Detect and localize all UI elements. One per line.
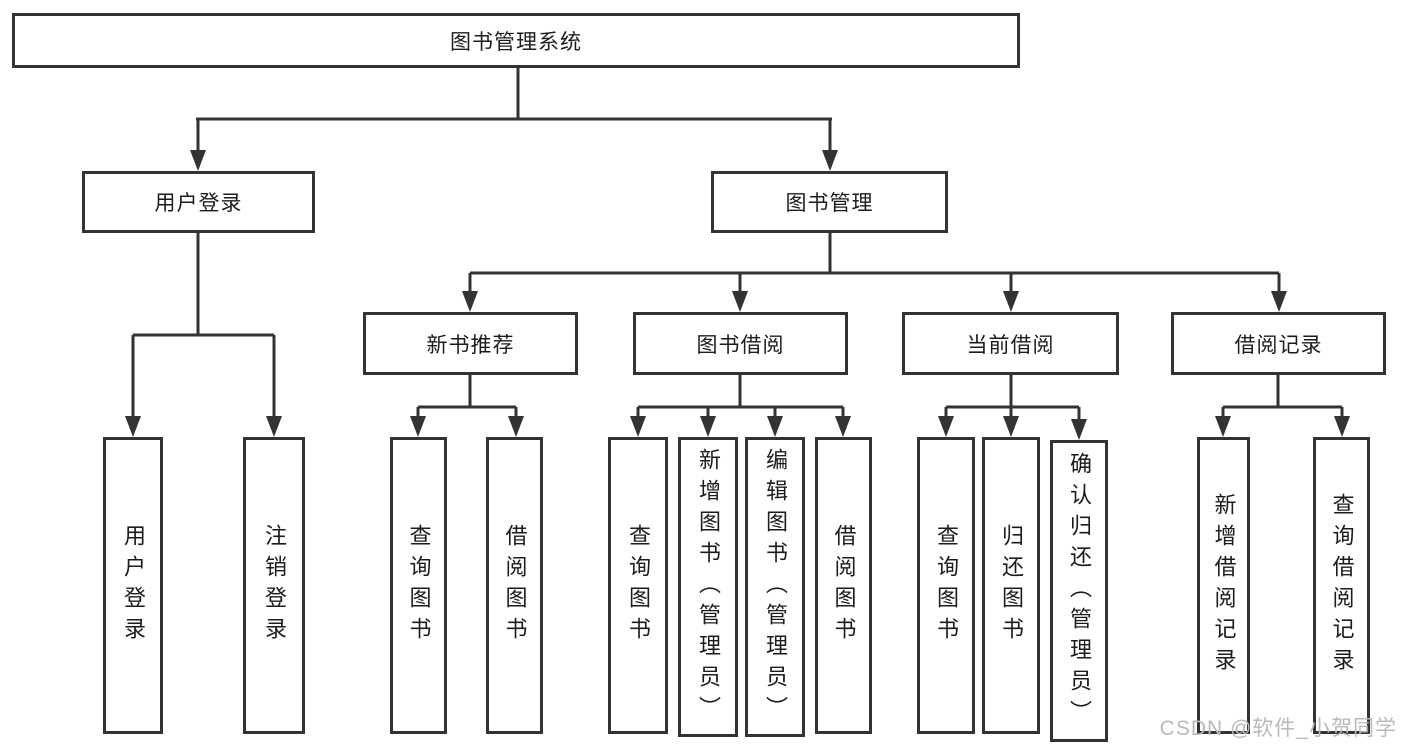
- node-user-login-group: 用户登录: [82, 171, 315, 233]
- node-bb-borrow-books: 借阅图书: [815, 437, 872, 734]
- node-book-management: 图书管理: [711, 171, 948, 233]
- node-nbr-query-books: 查询图书: [390, 437, 447, 734]
- node-current-borrowing: 当前借阅: [902, 312, 1119, 375]
- arrow-down-icon: [938, 407, 954, 437]
- arrow-down-icon: [1071, 407, 1087, 440]
- node-br-query-record: 查询借阅记录: [1313, 437, 1370, 734]
- arrow-down-icon: [508, 407, 524, 437]
- arrow-down-icon: [1003, 407, 1019, 437]
- arrow-down-icon: [767, 407, 783, 437]
- arrow-down-icon: [125, 335, 141, 437]
- arrow-down-icon: [266, 335, 282, 437]
- node-bb-query-books: 查询图书: [608, 437, 668, 734]
- node-new-book-recommend: 新书推荐: [363, 312, 578, 375]
- node-cb-confirm-return-admin: 确认归还（管理员）: [1050, 440, 1108, 742]
- arrow-down-icon: [630, 407, 646, 437]
- arrow-down-icon: [1003, 273, 1019, 312]
- arrow-down-icon: [190, 119, 206, 171]
- arrow-down-icon: [1215, 407, 1231, 437]
- node-cb-return-books: 归还图书: [982, 437, 1040, 734]
- node-root: 图书管理系统: [12, 13, 1020, 68]
- arrow-down-icon: [700, 407, 716, 437]
- node-cb-query-books: 查询图书: [917, 437, 975, 734]
- arrow-down-icon: [822, 119, 838, 171]
- arrow-down-icon: [462, 273, 478, 312]
- arrow-down-icon: [835, 407, 851, 437]
- node-bb-add-books-admin: 新增图书（管理员）: [678, 437, 738, 737]
- node-user-login: 用户登录: [103, 437, 163, 734]
- arrow-down-icon: [410, 407, 426, 437]
- node-borrowing-records: 借阅记录: [1171, 312, 1386, 375]
- arrow-down-icon: [732, 273, 748, 312]
- node-nbr-borrow-books: 借阅图书: [486, 437, 543, 734]
- arrow-down-icon: [1271, 273, 1287, 312]
- node-logout-login: 注销登录: [243, 437, 305, 734]
- node-br-add-record: 新增借阅记录: [1197, 437, 1250, 734]
- node-bb-edit-books-admin: 编辑图书（管理员）: [745, 437, 805, 737]
- arrow-down-icon: [1334, 407, 1350, 437]
- node-book-borrowing: 图书借阅: [633, 312, 848, 375]
- csdn-watermark: CSDN @软件_小贺同学: [1159, 717, 1397, 740]
